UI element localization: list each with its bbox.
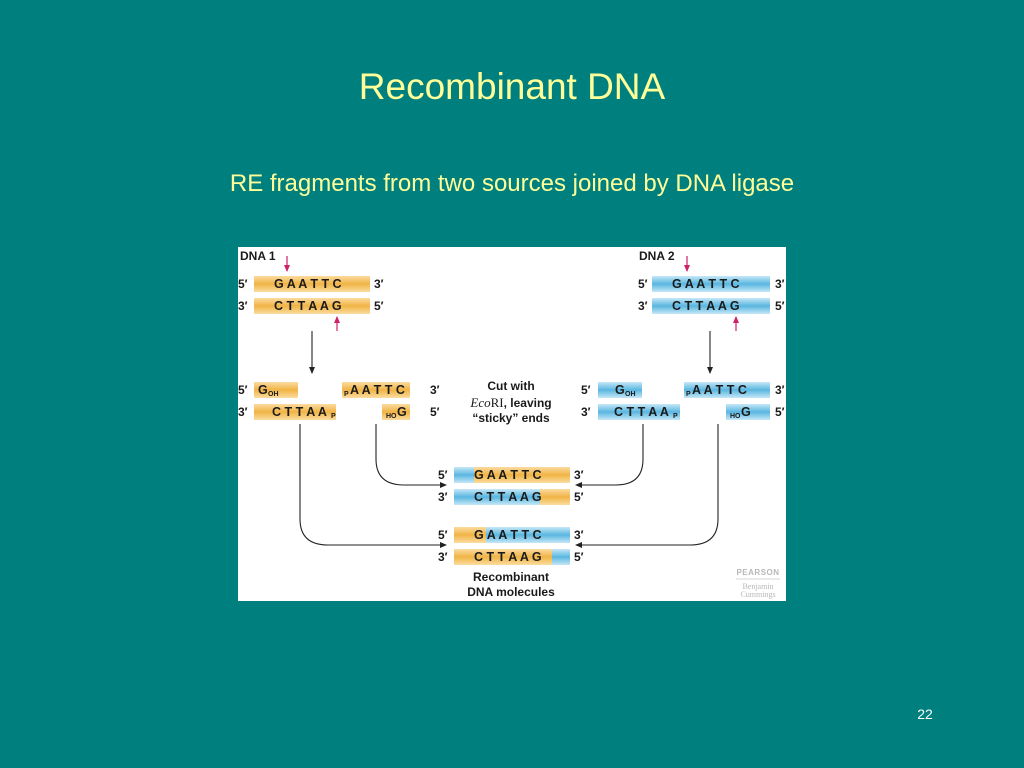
frag2L-top-strand [598,382,642,398]
recA-top-left-seg [454,467,474,483]
frag1R-top-strand [342,382,410,398]
arrow-dna2-to-recombinant-b [575,424,719,548]
recB-bottom-left-seg [454,549,552,565]
dna2-bottom-3prime: 3′ [638,299,648,313]
cut-caption-line2: EcoRI, leaving [469,395,551,410]
frag2R-bottom-base: G [741,405,751,419]
frag1R-5prime: 5′ [430,405,440,419]
frag1L-3prime: 3′ [238,405,248,419]
frag1L-top-base: G [258,383,268,397]
recB-bottom-seq: C T T A A G [474,550,542,564]
dna1-label: DNA 1 [240,249,276,263]
diagram-svg: DNA 1 5′ 3′ 3′ 5′ G A A T T C C T T A A … [238,249,785,599]
arrow-dna1-to-recombinant-a [375,424,447,488]
frag2L-3prime: 3′ [581,405,591,419]
frag1L-bottom-seq: C T T A A [272,405,327,419]
recA-5prime-right: 5′ [574,490,584,504]
dna2-label: DNA 2 [639,249,675,263]
frag2R-5prime: 5′ [775,405,785,419]
recB-5prime: 5′ [438,528,448,542]
arrow-dna1-to-recombinant-b [299,424,447,548]
recombinant-dna-figure: DNA 1 5′ 3′ 3′ 5′ G A A T T C C T T A A … [238,247,786,601]
frag1L-bottom-sub: P [331,413,336,420]
cut-caption-line3: “sticky” ends [472,411,550,425]
recA-bottom-right-seg [540,489,570,505]
frag1L-5prime: 5′ [238,383,248,397]
dna1-top-5prime: 5′ [238,277,248,291]
dna1-bottom-sequence: C T T A A G [274,299,342,313]
recA-5prime: 5′ [438,468,448,482]
recA-3prime: 3′ [438,490,448,504]
recB-bottom-right-seg [552,549,570,565]
publisher-logo: PEARSON Benjamin Cummings [736,568,780,599]
dna1-bottom-strand [254,298,370,314]
recB-top-left-seg [454,527,486,543]
recB-5prime-right: 5′ [574,550,584,564]
frag2R-3prime: 3′ [775,383,785,397]
frag2L-bottom-seq: C T T A A [614,405,669,419]
dna1-top-strand [254,276,370,292]
recB-3prime-right: 3′ [574,528,584,542]
frag1R-bottom-strand [382,404,410,420]
dna2-bottom-strand [652,298,770,314]
frag2L-5prime: 5′ [581,383,591,397]
slide-title: Recombinant DNA [358,66,666,107]
recB-top-seq: G A A T T C [474,528,542,542]
frag1R-bottom-sub: HO [386,413,397,420]
dna1-bottom-5prime: 5′ [374,299,384,313]
arrow-dna2-to-recombinant-a [575,424,644,488]
publisher-imprint-1: Benjamin [742,582,773,591]
frag1R-3prime: 3′ [430,383,440,397]
slide-subtitle: RE fragments from two sources joined by … [229,170,795,197]
publisher-imprint-2: Cummings [740,590,775,599]
frag1L-top-strand [254,382,298,398]
enzyme-italic: Eco [469,395,491,410]
recA-top-right-seg [474,467,570,483]
dna2-top-sequence: G A A T T C [672,277,740,291]
frag2L-bottom-strand [598,404,680,420]
dna2-top-5prime: 5′ [638,277,648,291]
publisher-name: PEARSON [736,568,779,577]
frag1R-top-sub: P [344,391,349,398]
result-caption-line1: Recombinant [473,570,549,584]
frag1R-top-seq: A A T T C [350,383,405,397]
recA-top-seq: G A A T T C [474,468,542,482]
frag2R-bottom-sub: HO [730,413,741,420]
recA-3prime-right: 3′ [574,468,584,482]
cut-caption-leaving: , leaving [504,396,552,410]
recA-bottom-seq: C T T A A G [474,490,542,504]
dna1-top-3prime: 3′ [374,277,384,291]
recA-bottom-left-seg [454,489,540,505]
dna1-top-sequence: G A A T T C [274,277,342,291]
recB-3prime: 3′ [438,550,448,564]
frag2L-top-base: G [615,383,625,397]
page-number: 22 [917,706,933,722]
dna1-bottom-3prime: 3′ [238,299,248,313]
frag2L-bottom-sub: P [673,413,678,420]
frag2R-bottom-strand [726,404,770,420]
frag1L-top-sub: OH [268,391,279,398]
dna2-top-3prime: 3′ [775,277,785,291]
dna2-bottom-5prime: 5′ [775,299,785,313]
dna2-bottom-sequence: C T T A A G [672,299,740,313]
cut-caption-line1: Cut with [487,379,534,393]
frag1L-bottom-strand [254,404,336,420]
frag2L-top-sub: OH [625,391,636,398]
recB-top-right-seg [486,527,570,543]
result-caption-line2: DNA molecules [467,585,555,599]
dna2-top-strand [652,276,770,292]
frag2R-top-seq: A A T T C [692,383,747,397]
frag1R-bottom-base: G [397,405,407,419]
frag2R-top-sub: P [686,391,691,398]
enzyme-roman: RI [491,395,504,410]
frag2R-top-strand [684,382,770,398]
